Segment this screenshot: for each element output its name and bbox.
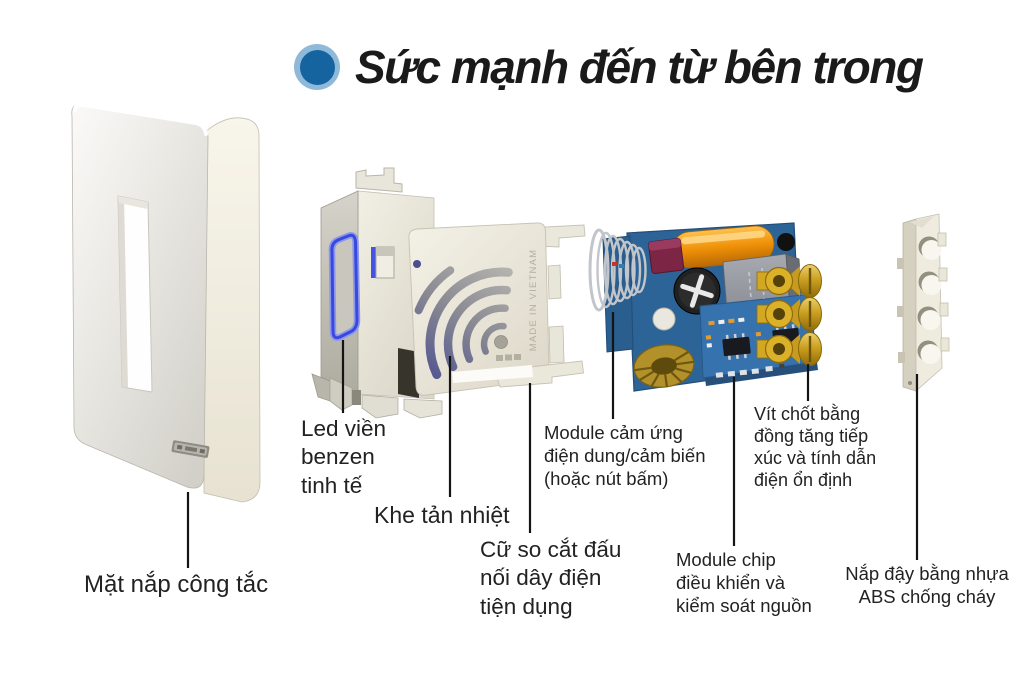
abs-cover-side-face <box>902 218 917 392</box>
abs-cover-side-tabs <box>937 232 950 352</box>
heat-slot-corner-dot <box>413 260 421 268</box>
abs-cover-left-tabs <box>897 258 905 363</box>
brass-screw-bottom <box>756 332 822 366</box>
module-bottom-clip-right <box>361 394 399 419</box>
cover-right-tab-lower <box>548 325 565 364</box>
heat-slot-center-dot <box>494 335 508 349</box>
faceplate-cutout-bevel-left <box>118 196 128 388</box>
toroid-inductor <box>633 344 695 388</box>
cover-bottom-emboss <box>496 354 521 361</box>
brass-screw-top <box>756 264 822 298</box>
abs-rear-cover <box>897 213 950 392</box>
module-top-tab <box>355 167 403 193</box>
abs-cover-holes <box>917 236 942 364</box>
resistor-band-blue <box>619 264 624 268</box>
blue-dot-icon <box>294 44 340 90</box>
module-bottom-clip-far <box>403 398 443 419</box>
callout-brass-screw: Vít chốt bằng đồng tăng tiếp xúc và tính… <box>754 404 877 491</box>
brass-screw-middle <box>756 297 822 331</box>
cover-bottom-slot-highlight <box>452 365 533 383</box>
black-capacitor <box>673 267 721 315</box>
made-in-vietnam-engraving: MADE IN VIETNAM <box>528 249 539 351</box>
spring-coil <box>588 228 647 312</box>
pcb-mount-hole <box>777 233 795 251</box>
ic-chip-left <box>722 333 751 360</box>
callout-chip-module: Module chip điều khiển và kiểm soát nguồ… <box>676 549 812 616</box>
abs-cover-pin <box>908 381 912 385</box>
abs-cover-top-facet <box>910 216 934 228</box>
callout-abs-cover: Nắp đậy bằng nhựa ABS chống cháy <box>845 563 1009 607</box>
brand-logo-emboss <box>171 440 210 458</box>
callout-faceplate: Mặt nắp công tắc <box>84 571 269 598</box>
pcb-assembly <box>588 222 822 392</box>
page-title: Sức mạnh đến từ bên trong <box>294 40 924 94</box>
heat-dissipation-slots <box>413 260 513 379</box>
white-capacitor <box>652 307 676 331</box>
module-dark-opening <box>398 348 419 398</box>
module-clip-window-shadow <box>376 247 394 256</box>
switch-faceplate <box>71 102 261 503</box>
faceplate-side-face <box>203 117 261 503</box>
module-bottom-notch <box>352 390 361 405</box>
callout-sensor-module: Module cảm ứng điện dung/cảm biến (hoặc … <box>544 422 706 489</box>
module-bottom-clip-mid <box>329 377 353 411</box>
cover-right-tab-upper <box>547 264 562 300</box>
back-cover: MADE IN VIETNAM <box>408 222 586 396</box>
led-ring <box>330 233 359 340</box>
module-clip-window-blue-edge <box>371 247 376 278</box>
callout-heat-slots: Khe tản nhiệt <box>374 502 510 528</box>
resistor-band-red <box>612 262 617 266</box>
cover-bottom-flange <box>494 360 585 388</box>
blue-dot-icon-core <box>299 49 335 85</box>
faceplate-cutout-bevel-top <box>118 196 148 209</box>
page-title-text: Sức mạnh đến từ bên trong <box>355 41 924 93</box>
callout-wire-guide: Cữ so cắt đấu nối dây điện tiện dụng <box>480 537 622 619</box>
callout-led: Led viền benzen tinh tế <box>301 416 387 498</box>
maroon-component <box>648 238 685 274</box>
faceplate-top-highlight <box>73 102 208 136</box>
led-ring-glow <box>328 232 361 341</box>
